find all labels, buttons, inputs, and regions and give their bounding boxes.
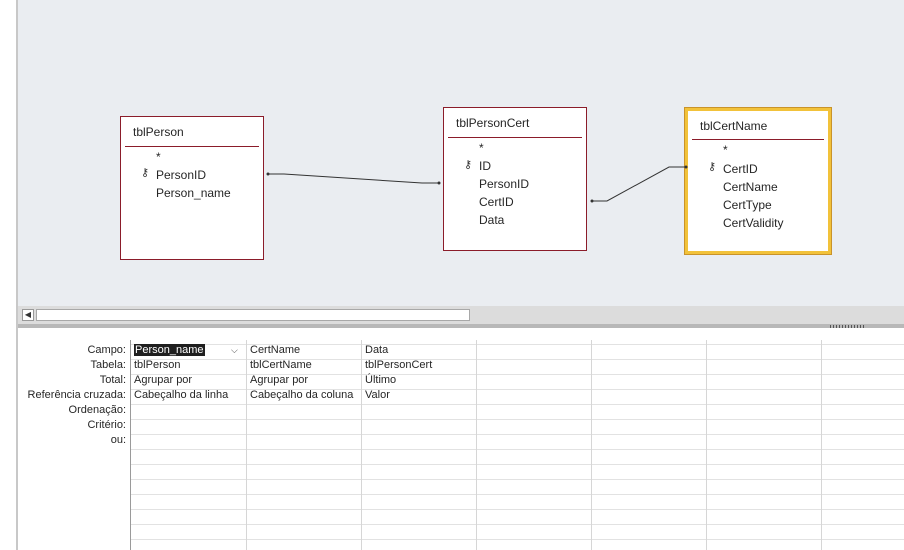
field-Person_name[interactable]: Person_name: [156, 186, 231, 200]
primary-key-icon: ⚷: [141, 167, 150, 179]
left-margin: [0, 0, 16, 550]
column-divider: [246, 340, 247, 550]
table-title-tblCertName[interactable]: tblCertName: [700, 119, 768, 133]
left-border: [16, 0, 18, 550]
field-CertName[interactable]: CertName: [723, 180, 778, 194]
cell-ref-2[interactable]: Cabeçalho da coluna: [250, 389, 354, 401]
cell-total-2[interactable]: Agrupar por: [250, 374, 309, 386]
field-all[interactable]: *: [723, 143, 728, 157]
row-label-criterio: Critério:: [87, 419, 126, 431]
field-Data[interactable]: Data: [479, 213, 505, 227]
chevron-down-icon[interactable]: ⌵: [231, 345, 238, 355]
cell-tabela-1[interactable]: tblPerson: [134, 359, 181, 371]
join-line-personcert-certname: [592, 166, 686, 202]
pane-splitter[interactable]: [18, 324, 904, 328]
field-ID[interactable]: ID: [479, 159, 491, 173]
field-all[interactable]: *: [479, 141, 484, 155]
row-label-referencia-cruzada: Referência cruzada:: [27, 389, 126, 401]
field-CertID[interactable]: CertID: [479, 195, 514, 209]
horizontal-scrollbar[interactable]: ◀: [18, 306, 904, 324]
field-CertType[interactable]: CertType: [723, 198, 772, 212]
cell-tabela-2[interactable]: tblCertName: [250, 359, 312, 371]
cell-campo-2[interactable]: CertName: [250, 344, 301, 356]
column-divider: [476, 340, 477, 550]
query-design-grid[interactable]: Person_name ⌵ tblPerson Agrupar por Cabe…: [130, 340, 904, 550]
cell-campo-3[interactable]: Data: [365, 344, 389, 356]
field-CertID[interactable]: CertID: [723, 162, 758, 176]
table-title-divider: [448, 137, 582, 138]
cell-campo-1[interactable]: Person_name: [134, 344, 205, 356]
row-label-ordenacao: Ordenação:: [68, 404, 126, 416]
field-CertValidity[interactable]: CertValidity: [723, 216, 784, 230]
scrollbar-thumb[interactable]: [36, 309, 470, 321]
join-endpoint: [590, 199, 594, 203]
table-box-tblPersonCert[interactable]: tblPersonCert * ⚷ ID PersonID CertID Dat…: [443, 107, 587, 251]
row-label-ou: ou:: [110, 434, 126, 446]
table-title-divider: [692, 139, 824, 140]
column-divider: [706, 340, 707, 550]
table-box-tblPerson[interactable]: tblPerson * ⚷ PersonID Person_name: [120, 116, 264, 260]
cell-ref-3[interactable]: Valor: [365, 389, 390, 401]
field-PersonID[interactable]: PersonID: [479, 177, 530, 191]
relationship-diagram-pane[interactable]: tblPerson * ⚷ PersonID Person_name tblPe…: [18, 0, 904, 306]
cell-tabela-3[interactable]: tblPersonCert: [365, 359, 433, 371]
table-title-tblPerson[interactable]: tblPerson: [133, 125, 184, 139]
row-label-tabela: Tabela:: [90, 359, 126, 371]
table-box-tblCertName[interactable]: tblCertName * ⚷ CertID CertName CertType…: [684, 107, 832, 255]
column-divider: [591, 340, 592, 550]
cell-total-3[interactable]: Último: [365, 374, 397, 386]
splitter-grip-icon[interactable]: [830, 325, 866, 328]
table-title-tblPersonCert[interactable]: tblPersonCert: [456, 116, 530, 130]
join-endpoint: [437, 181, 441, 185]
join-endpoint: [266, 172, 270, 176]
primary-key-icon: ⚷: [708, 161, 717, 173]
column-divider: [821, 340, 822, 550]
primary-key-icon: ⚷: [464, 159, 473, 171]
cell-total-1[interactable]: Agrupar por: [134, 374, 193, 386]
scroll-left-arrow-icon[interactable]: ◀: [22, 309, 34, 321]
field-PersonID[interactable]: PersonID: [156, 168, 207, 182]
cell-ref-1[interactable]: Cabeçalho da linha: [134, 389, 229, 401]
row-label-total: Total:: [99, 374, 126, 386]
row-label-campo: Campo:: [87, 344, 126, 356]
join-line-person-personcert: [268, 173, 439, 184]
column-divider: [361, 340, 362, 550]
table-title-divider: [125, 146, 259, 147]
field-all[interactable]: *: [156, 150, 161, 164]
